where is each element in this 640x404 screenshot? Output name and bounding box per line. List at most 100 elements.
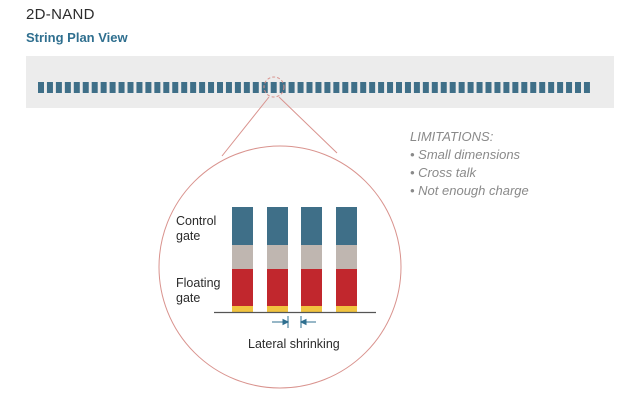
cell-row <box>38 82 590 93</box>
interpoly-layer <box>232 245 253 269</box>
limitation-item: • Not enough charge <box>410 183 529 198</box>
memory-cell <box>583 82 590 93</box>
memory-cell <box>333 82 340 93</box>
interpoly-layer <box>301 245 322 269</box>
memory-cell <box>208 82 215 93</box>
memory-cell <box>261 82 268 93</box>
page-subtitle: String Plan View <box>26 30 128 45</box>
memory-cell <box>100 82 107 93</box>
memory-cell <box>342 82 349 93</box>
memory-cell <box>64 82 71 93</box>
memory-cell <box>467 82 474 93</box>
memory-cell <box>530 82 537 93</box>
control-gate-layer <box>336 207 357 245</box>
memory-cell <box>539 82 546 93</box>
memory-cell <box>575 82 581 93</box>
memory-cell <box>252 82 259 93</box>
memory-cell <box>404 82 411 93</box>
memory-cell <box>431 82 438 93</box>
limitation-item: • Cross talk <box>410 165 476 180</box>
memory-cell <box>270 82 277 93</box>
gate-stack <box>232 207 253 312</box>
memory-cell <box>163 82 170 93</box>
gate-stack <box>267 207 288 312</box>
interpoly-layer <box>267 245 288 269</box>
control-gate-label-line1: Control <box>176 214 216 228</box>
memory-cell <box>154 82 161 93</box>
zoom-marker <box>263 76 285 98</box>
control-gate-layer <box>301 207 322 245</box>
memory-cell <box>449 82 456 93</box>
memory-cell <box>217 82 223 93</box>
memory-cell <box>73 82 80 93</box>
gate-stacks <box>232 207 357 312</box>
memory-cell <box>145 82 152 93</box>
zoom-line-left <box>221 96 270 157</box>
memory-cell <box>91 82 98 93</box>
memory-cell <box>396 82 402 93</box>
memory-cell <box>190 82 197 93</box>
memory-cell <box>199 82 206 93</box>
memory-cell <box>369 82 376 93</box>
limitations-heading: LIMITATIONS: <box>410 129 494 144</box>
tunnel-oxide-layer <box>336 306 357 312</box>
gate-stack <box>336 207 357 312</box>
control-gate-label-line2: gate <box>176 229 200 243</box>
control-gate-layer <box>232 207 253 245</box>
floating-gate-label-line2: gate <box>176 291 200 305</box>
floating-gate-label-line1: Floating <box>176 276 221 290</box>
lateral-shrinking-label: Lateral shrinking <box>248 337 340 351</box>
memory-cell <box>172 82 179 93</box>
memory-cell <box>378 82 385 93</box>
memory-cell <box>566 82 573 93</box>
limitation-item: • Small dimensions <box>410 147 521 162</box>
memory-cell <box>234 82 241 93</box>
floating-gate-layer <box>267 269 288 306</box>
memory-cell <box>494 82 501 93</box>
memory-cell <box>118 82 125 93</box>
memory-cell <box>306 82 313 93</box>
memory-cell <box>360 82 367 93</box>
memory-cell <box>225 82 232 93</box>
memory-cell <box>485 82 492 93</box>
zoom-line-right <box>278 96 338 154</box>
memory-cell <box>243 82 250 93</box>
memory-cell <box>127 82 134 93</box>
interpoly-layer <box>336 245 357 269</box>
tunnel-oxide-layer <box>267 306 288 312</box>
gate-stack <box>301 207 322 312</box>
memory-cell <box>503 82 510 93</box>
limitations-list: LIMITATIONS: • Small dimensions • Cross … <box>410 128 529 200</box>
control-gate-layer <box>267 207 288 245</box>
memory-cell <box>440 82 447 93</box>
memory-cell <box>324 82 331 93</box>
memory-cell <box>548 82 555 93</box>
memory-cell <box>279 82 286 93</box>
memory-cell <box>82 82 89 93</box>
memory-cell <box>521 82 528 93</box>
memory-cell <box>557 82 564 93</box>
memory-cell <box>413 82 420 93</box>
memory-cell <box>422 82 429 93</box>
memory-cell <box>55 82 62 93</box>
floating-gate-layer <box>336 269 357 306</box>
tunnel-oxide-layer <box>232 306 253 312</box>
memory-cell <box>297 82 304 93</box>
memory-cell <box>109 82 116 93</box>
memory-cell <box>315 82 322 93</box>
floating-gate-layer <box>232 269 253 306</box>
memory-cell <box>512 82 519 93</box>
memory-cell <box>181 82 188 93</box>
floating-gate-layer <box>301 269 322 306</box>
memory-cell <box>387 82 394 93</box>
memory-cell <box>136 82 143 93</box>
tunnel-oxide-layer <box>301 306 322 312</box>
page-title: 2D-NAND <box>26 6 95 23</box>
memory-cell <box>46 82 53 93</box>
memory-cell <box>458 82 465 93</box>
memory-cell <box>476 82 483 93</box>
memory-cell <box>38 82 44 93</box>
memory-cell <box>288 82 295 93</box>
memory-cell <box>351 82 358 93</box>
